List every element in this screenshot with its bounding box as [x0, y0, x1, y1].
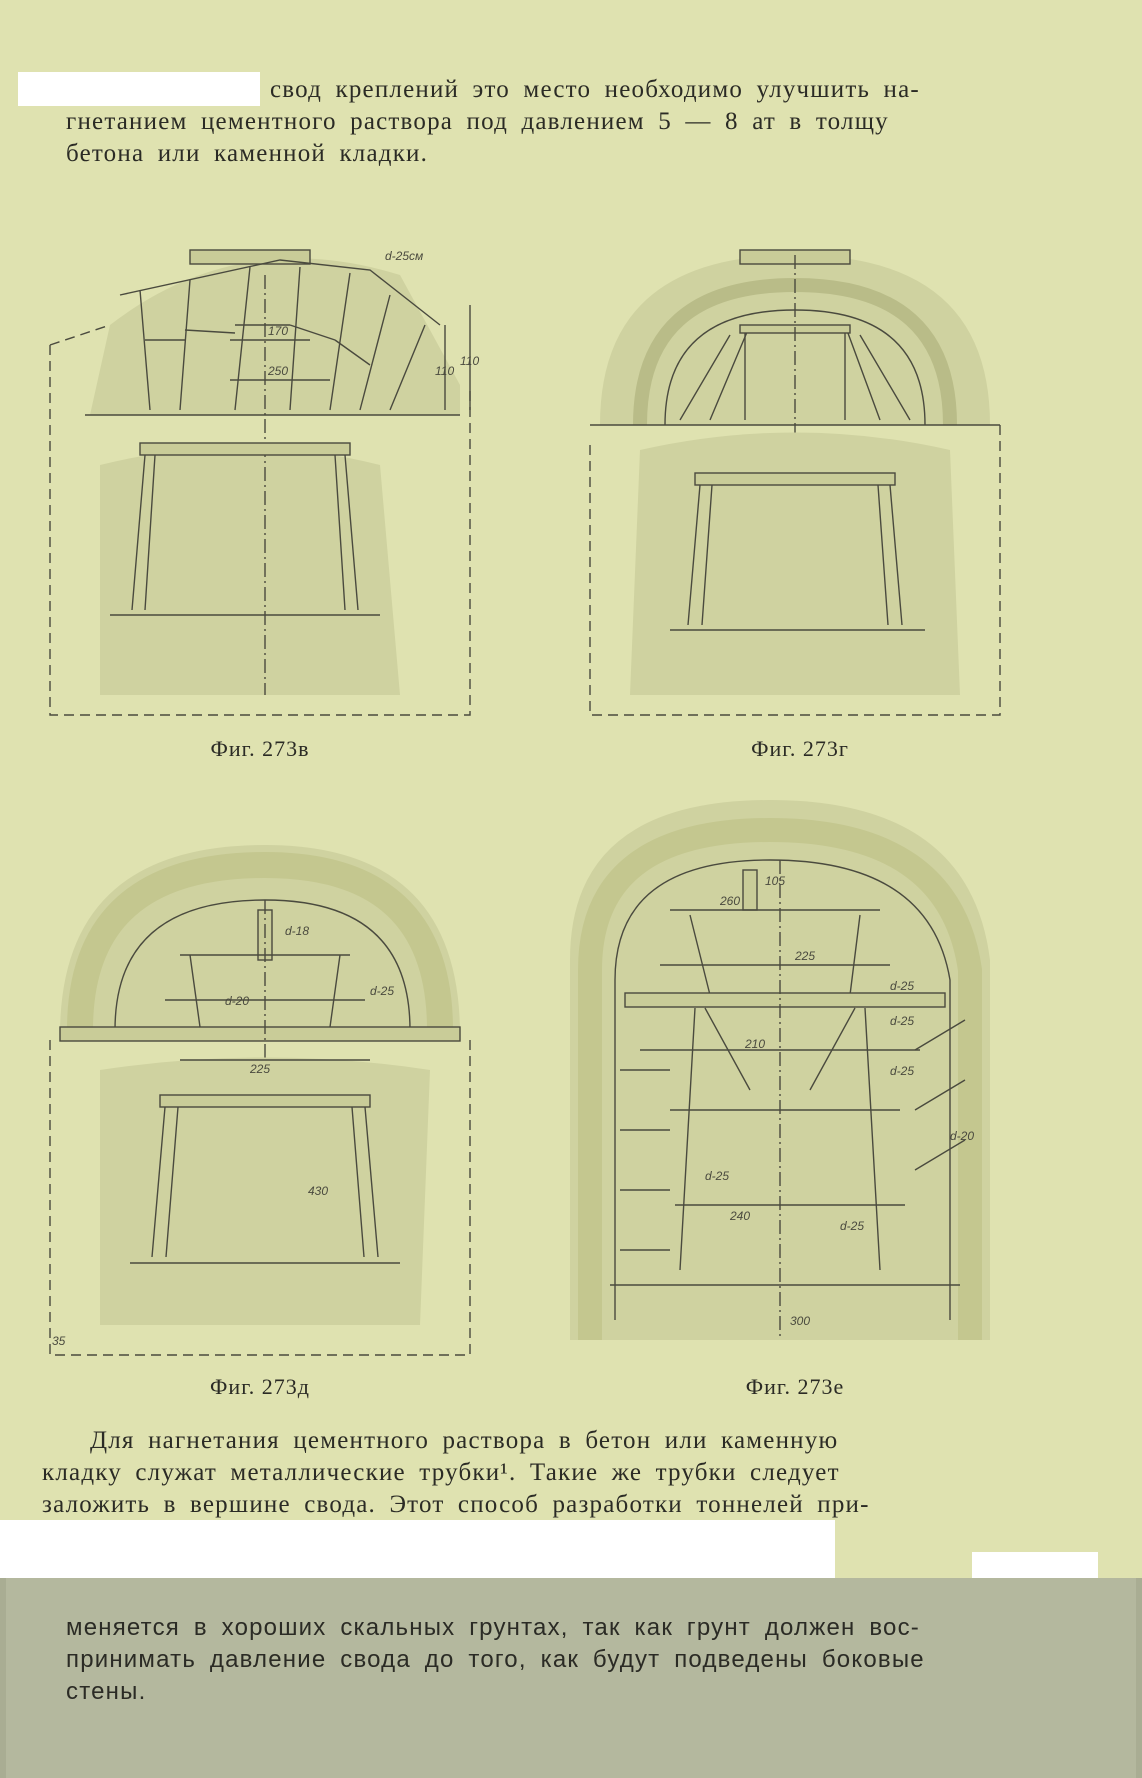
- fig-e-label-1: 105: [765, 874, 785, 888]
- figure-273v: d-25см 170 250 110 110: [40, 215, 480, 725]
- figure-273d-caption: Фиг. 273д: [210, 1374, 310, 1399]
- figure-273g-drawing: [589, 249, 1001, 716]
- fig-v-label-0: d-25см: [385, 249, 423, 263]
- figure-273e-drawing: 260 105 225 d-25 d-25 210 d-25 d-20 d-25…: [570, 800, 990, 1340]
- fig-e-label-2: 225: [794, 949, 815, 963]
- figure-273d-drawing: d-18 d-20 d-25 225 430 35: [49, 845, 471, 1356]
- bottom-line-1: меняется в хороших скальных грунтах, так…: [66, 1614, 921, 1641]
- fig-e-label-9: 240: [729, 1209, 750, 1223]
- figure-273v-caption: Фиг. 273в: [210, 736, 310, 761]
- fig-e-label-5: 210: [744, 1037, 765, 1051]
- middle-line-1: Для нагнетания цементного раствора в бет…: [90, 1427, 839, 1454]
- fig-e-label-0: 260: [719, 894, 740, 908]
- fig-d-label-1: d-20: [225, 994, 249, 1008]
- fig-e-label-6: d-25: [890, 1064, 914, 1078]
- fig-v-label-2: 250: [267, 364, 288, 378]
- fig-d-label-2: d-25: [370, 984, 394, 998]
- figure-273g: [580, 215, 1010, 725]
- bottom-paragraph: меняется в хороших скальных грунтах, так…: [66, 1612, 1066, 1708]
- fig-v-label-4: 110: [460, 354, 479, 368]
- fig-e-label-3: d-25: [890, 979, 914, 993]
- fig-e-label-7: d-20: [950, 1129, 974, 1143]
- fig-e-label-11: 300: [790, 1314, 810, 1328]
- figure-273e: 260 105 225 d-25 d-25 210 d-25 d-20 d-25…: [520, 780, 1020, 1360]
- bottom-band-inner: [6, 1578, 1136, 1778]
- bottom-band: [0, 1578, 1142, 1778]
- middle-line-2: кладку служат металлические трубки¹. Так…: [42, 1459, 840, 1486]
- figure-273g-caption: Фиг. 273г: [751, 736, 849, 761]
- top-line-3: бетона или каменной кладки.: [66, 140, 429, 167]
- redaction-block-top: [18, 72, 260, 106]
- fig-e-label-8: d-25: [705, 1169, 729, 1183]
- top-line-2: гнетанием цементного раствора под давлен…: [66, 108, 889, 135]
- figure-273d: d-18 d-20 d-25 225 430 35: [40, 805, 480, 1365]
- redaction-block-middle: [0, 1520, 835, 1578]
- fig-v-label-1: 170: [268, 324, 288, 338]
- bottom-line-3: стены.: [66, 1678, 147, 1705]
- fig-d-label-5: 35: [52, 1334, 66, 1348]
- fig-d-label-3: 225: [249, 1062, 270, 1076]
- top-line-1: свод креплений это место необходимо улуч…: [270, 76, 920, 103]
- middle-paragraph: Для нагнетания цементного раствора в бет…: [42, 1425, 1042, 1521]
- fig-d-label-4: 430: [308, 1184, 328, 1198]
- bottom-line-2: принимать давление свода до того, как бу…: [66, 1646, 925, 1673]
- fig-d-label-0: d-18: [285, 924, 309, 938]
- figure-273e-caption: Фиг. 273е: [745, 1374, 845, 1399]
- fig-e-label-10: d-25: [840, 1219, 864, 1233]
- fig-e-label-4: d-25: [890, 1014, 914, 1028]
- figure-273v-drawing: d-25см 170 250 110 110: [49, 249, 479, 716]
- middle-line-3: заложить в вершине свода. Этот способ ра…: [42, 1491, 870, 1518]
- fig-v-label-3: 110: [435, 364, 454, 378]
- top-paragraph: свод креплений это место необходимо улуч…: [66, 74, 1051, 170]
